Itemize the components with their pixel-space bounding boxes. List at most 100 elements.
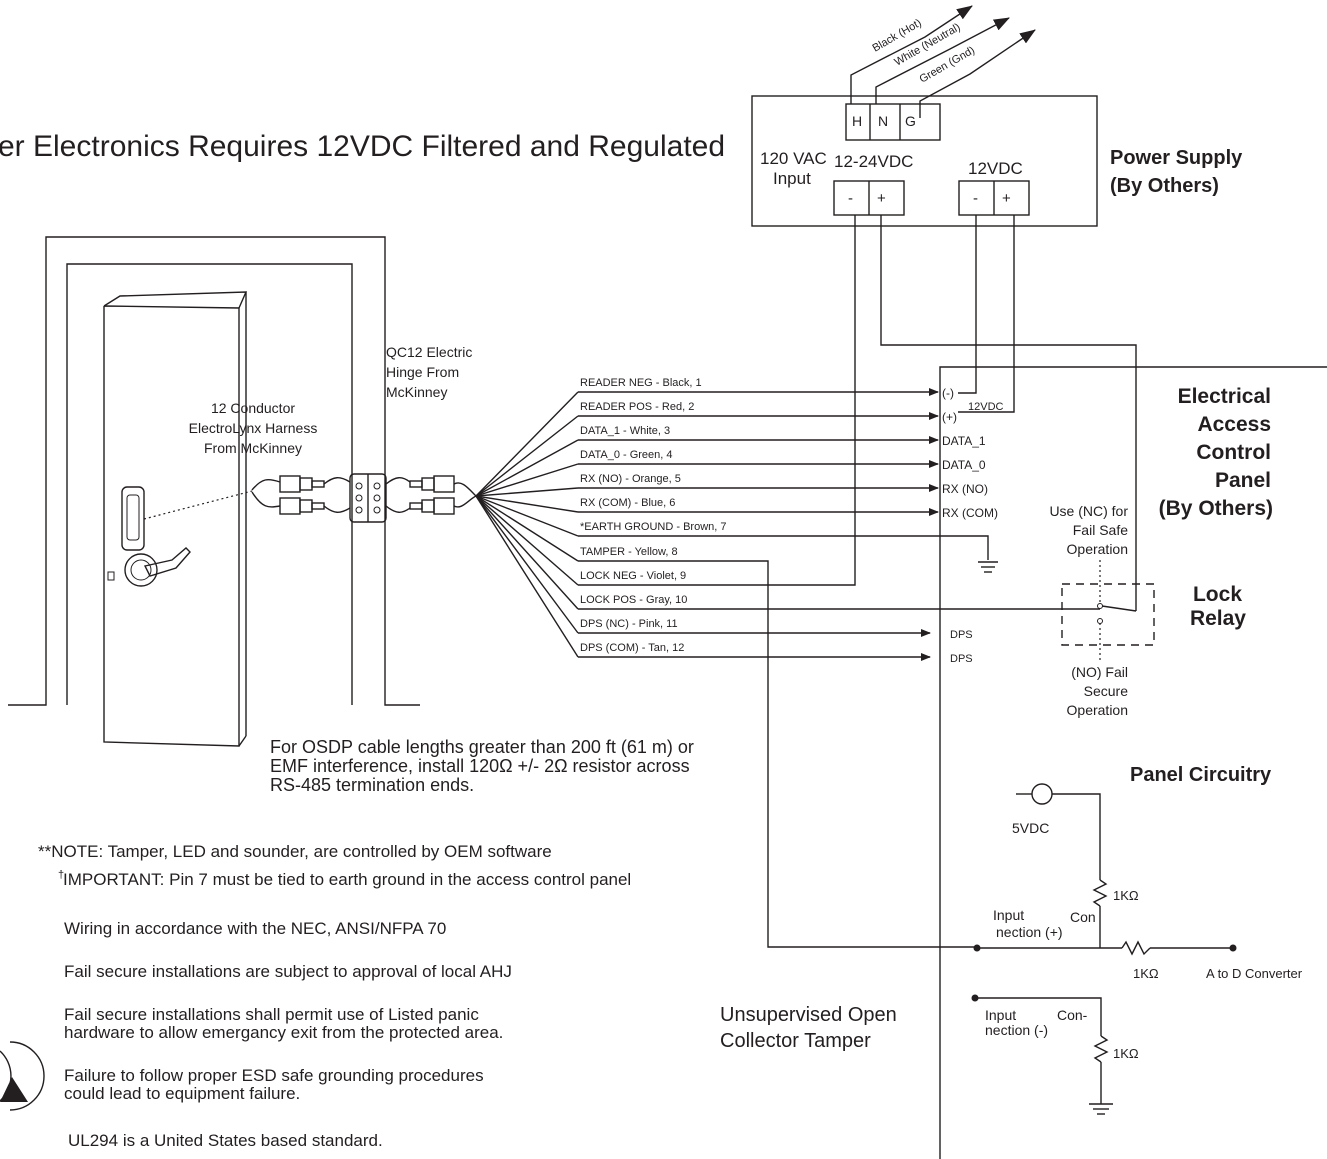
input-minus-label-3: nection (-): [985, 1022, 1048, 1038]
power-supply-title: Power Supply: [1110, 147, 1243, 169]
output-1-minus: -: [848, 190, 853, 207]
strike-plate: [107, 571, 115, 581]
wire-label: DPS (NC) - Pink, 11: [580, 618, 678, 630]
lock-relay-title-1: Lock: [1193, 583, 1242, 606]
harness-connectors: [251, 473, 477, 523]
access-control-panel: (-) (+) 12VDC DATA_1 DATA_0 RX (NO) RX (…: [939, 366, 1327, 1159]
wire-label: RX (COM) - Blue, 6: [580, 497, 675, 509]
resistor-2-label: 1KΩ: [1133, 966, 1159, 981]
input-minus-label-1: Input: [985, 1007, 1016, 1023]
lever-handle: [143, 547, 191, 577]
relay-contact-arm: [1101, 605, 1137, 612]
esd-warning-icon: [9, 1041, 45, 1111]
terminal-data1: DATA_1: [942, 434, 986, 448]
supply-lock-pos-wire: [880, 215, 1137, 611]
supply-reader-neg-wire: [958, 215, 977, 394]
supply-reader-pos-wire: [958, 215, 1015, 413]
wire-label: RX (NO) - Orange, 5: [580, 473, 681, 485]
card-reader: [121, 486, 145, 551]
terminal-rx-com: RX (COM): [942, 506, 998, 520]
lockset-rose: [124, 553, 158, 587]
input-plus-label-3: nection (+): [996, 924, 1063, 940]
panel-title-3: Control: [1196, 441, 1271, 464]
wire-label: LOCK POS - Gray, 10: [580, 594, 687, 606]
osdp-note-line: RS-485 termination ends.: [270, 775, 474, 795]
door-leaf: [103, 305, 240, 747]
fail-safe-note-3: Operation: [1067, 541, 1128, 557]
resistor-1: [1092, 879, 1108, 907]
note-esd-2: could lead to equipment failure.: [64, 1084, 300, 1103]
note-tamper: **NOTE: Tamper, LED and sounder, are con…: [38, 842, 552, 861]
fail-safe-note-2: Fail Safe: [1073, 522, 1128, 538]
output-1-plus: +: [877, 190, 886, 207]
diagram-title: er Electronics Requires 12VDC Filtered a…: [0, 130, 725, 163]
output-2-minus: -: [973, 190, 978, 207]
harness-label-3: From McKinney: [204, 440, 302, 456]
wire-label: READER NEG - Black, 1: [580, 377, 702, 389]
harness-label-1: 12 Conductor: [211, 400, 295, 416]
input-label: 120 VAC: [760, 149, 827, 168]
panel-title-5: (By Others): [1159, 497, 1273, 520]
terminal-rx-no: RX (NO): [942, 482, 988, 496]
reader-harness-link: [143, 490, 253, 520]
5vdc-source: [1031, 783, 1053, 805]
wire-fan: [475, 391, 579, 658]
supply-lock-neg-wire: [578, 215, 856, 586]
note-panic-1: Fail secure installations shall permit u…: [64, 1005, 479, 1024]
output-2-label: 12VDC: [968, 159, 1023, 178]
output-1-label: 12-24VDC: [834, 152, 913, 171]
wire-label: *EARTH GROUND - Brown, 7: [580, 521, 727, 533]
mains-wire-ground: [919, 29, 1036, 118]
resistor-2: [1121, 940, 1151, 956]
panel-title-1: Electrical: [1178, 385, 1271, 408]
hinge-label-1: QC12 Electric: [386, 344, 472, 360]
door-assembly: 12 Conductor ElectroLynx Harness From Mc…: [8, 236, 477, 747]
resistor-1-label: 1KΩ: [1113, 888, 1139, 903]
mains-wire-hot: [850, 5, 973, 104]
osdp-note-line: For OSDP cable lengths greater than 200 …: [270, 737, 694, 757]
terminal-data0: DATA_0: [942, 458, 986, 472]
note-ahj: Fail secure installations are subject to…: [64, 962, 512, 981]
fail-secure-note-1: (NO) Fail: [1071, 664, 1128, 680]
resistor-3: [1093, 1035, 1109, 1063]
terminal-dps-com: DPS: [950, 653, 973, 665]
terminal-12vdc: 12VDC: [968, 401, 1004, 413]
panel-circuitry-title: Panel Circuitry: [1130, 764, 1272, 786]
terminal-n: N: [878, 113, 888, 129]
power-supply-subtitle: (By Others): [1110, 175, 1219, 197]
wire-label: LOCK NEG - Violet, 9: [580, 570, 686, 582]
fail-secure-note-2: Secure: [1084, 683, 1129, 699]
lock-relay-box: [1061, 583, 1155, 646]
resistor-3-label: 1KΩ: [1113, 1046, 1139, 1061]
note-pin7-mark: †: [58, 869, 64, 881]
terminal-neg: (-): [942, 386, 954, 400]
hinge-label-2: Hinge From: [386, 364, 459, 380]
hinge-label-3: McKinney: [386, 384, 447, 400]
wire-label: DATA_1 - White, 3: [580, 425, 670, 437]
harness-label-2: ElectroLynx Harness: [189, 420, 318, 436]
mains-terminal-block: [845, 103, 941, 141]
fail-safe-note-1: Use (NC) for: [1049, 503, 1128, 519]
power-supply-box: [751, 95, 1098, 227]
door-frame-inner: [66, 263, 353, 705]
esd-triangle-icon: [0, 1077, 28, 1102]
output-2-plus: +: [1002, 190, 1011, 207]
osdp-note: For OSDP cable lengths greater than 200 …: [270, 737, 694, 795]
5vdc-label: 5VDC: [1012, 820, 1049, 836]
earth-ground-wire: [578, 535, 989, 560]
osdp-note-line: EMF interference, install 120Ω +/- 2Ω re…: [270, 756, 690, 776]
door-frame-outer: [8, 236, 420, 706]
lock-relay-title-2: Relay: [1190, 607, 1246, 630]
terminal-h: H: [852, 113, 862, 129]
note-nec: Wiring in accordance with the NEC, ANSI/…: [64, 919, 446, 938]
panel-circuitry: Panel Circuitry 5VDC 1KΩ 1KΩ A to D Conv…: [720, 764, 1303, 1115]
wire-label: DATA_0 - Green, 4: [580, 449, 673, 461]
installation-notes: **NOTE: Tamper, LED and sounder, are con…: [0, 842, 631, 1150]
wire-label: TAMPER - Yellow, 8: [580, 546, 678, 558]
input-plus-label-2: Con: [1070, 909, 1096, 925]
input-plus-label-1: Input: [993, 907, 1024, 923]
wire-labels: READER NEG - Black, 1 READER POS - Red, …: [580, 377, 727, 654]
note-ul294: UL294 is a United States based standard.: [68, 1131, 383, 1150]
door-leaf-top: [103, 291, 248, 309]
